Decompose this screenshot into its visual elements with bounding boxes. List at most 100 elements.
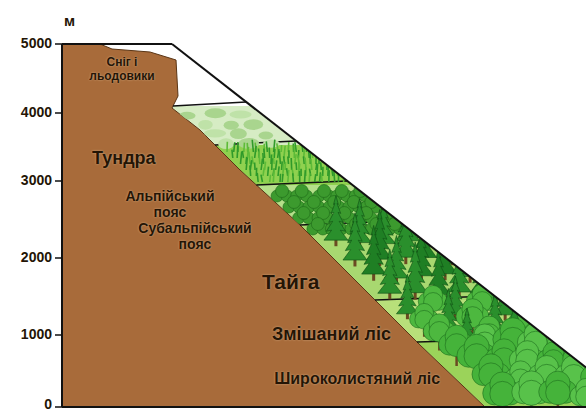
axis-tick (55, 43, 62, 45)
leafy-tree (546, 380, 570, 404)
outline-line (62, 406, 586, 408)
grass-blade (240, 152, 241, 164)
tundra-patch (243, 119, 263, 130)
tree-trunk (554, 315, 557, 321)
leafy-tree (566, 307, 585, 326)
grass-blade (246, 158, 247, 170)
grass-blade (273, 155, 274, 164)
grass-blade (328, 170, 330, 182)
grass-blade (295, 142, 296, 152)
tundra-patch (229, 111, 251, 119)
grass-blade (271, 158, 273, 170)
shrub (317, 185, 330, 198)
grass-blade (279, 174, 281, 182)
axis-tick (55, 257, 62, 259)
tree-trunk (584, 341, 586, 353)
vegetation (179, 108, 586, 417)
grass-blade (269, 175, 271, 182)
axis-tick (55, 180, 62, 182)
shrub (307, 196, 320, 209)
grass-blade (295, 162, 297, 170)
grass-blade (258, 151, 261, 164)
leafy-tree (570, 325, 586, 343)
leafy-tree (563, 292, 581, 310)
grass-blade (304, 170, 306, 182)
leafy-tree (578, 324, 586, 347)
axis-value: 0 (2, 396, 52, 412)
grass-blade (280, 145, 282, 152)
shrub (388, 218, 401, 231)
tundra-patch (224, 121, 239, 130)
diagram-outline (55, 44, 586, 407)
outline-line (62, 43, 172, 45)
grass-blade (252, 140, 253, 152)
grass-blade (308, 173, 310, 182)
spruce-tree (396, 274, 418, 314)
altitude-bands (0, 44, 586, 407)
grass-blade (249, 152, 250, 164)
grass-blade (243, 143, 245, 152)
zone-label: Тайга (262, 270, 319, 294)
leafy-tree (575, 325, 586, 345)
spruce-tree (584, 291, 586, 332)
shrub (297, 207, 310, 220)
tundra-patch (230, 128, 247, 139)
leafy-tree (582, 325, 586, 343)
grass-blade (281, 174, 283, 182)
grass-blade (266, 141, 267, 152)
grass-blade (287, 170, 290, 182)
shrub (287, 196, 300, 209)
grass-blade (254, 163, 256, 170)
grass-blade (234, 142, 235, 152)
spruce-tree (362, 225, 386, 274)
band-divider (173, 102, 246, 106)
tree-trunk (530, 306, 533, 319)
grass-blade (279, 151, 280, 164)
grass-blade (292, 173, 294, 182)
axis-value: 1000 (2, 326, 52, 342)
tundra-patch (198, 120, 213, 130)
grass-blade (268, 148, 270, 158)
grass-blade (315, 174, 316, 182)
leafy-tree (521, 289, 543, 311)
grass-blade (321, 174, 324, 182)
outline-line (172, 44, 586, 367)
tree-trunk (577, 306, 580, 318)
shrub (276, 185, 289, 198)
grass-blade (236, 146, 238, 158)
spruce-tree (324, 196, 348, 241)
spruce-tree (533, 286, 555, 328)
zone-label: Альпійський пояс (118, 188, 222, 220)
leafy-tree (515, 289, 535, 309)
grass-blade (299, 171, 301, 182)
spruce-tree (343, 213, 367, 260)
leafy-tree (569, 284, 586, 303)
tundra-patch (259, 131, 274, 139)
axis-value: 3000 (2, 172, 52, 188)
zone-label: Тундра (92, 148, 156, 169)
spruce-tree (423, 194, 447, 242)
leafy-tree (554, 307, 573, 326)
grass-blade (319, 172, 321, 182)
leafy-tree (578, 332, 586, 355)
grass-blade (255, 146, 256, 158)
axis-value: 4000 (2, 104, 52, 120)
grass-blade (320, 162, 322, 170)
tundra-patch (205, 108, 227, 118)
zone-label: Широколистяний ліс (274, 370, 440, 388)
grass-blade (263, 168, 264, 176)
zone-label: Сніг і льодовики (87, 56, 157, 84)
grass-blade (310, 159, 313, 170)
grass-blade (242, 151, 243, 158)
grass-blade (276, 160, 277, 170)
grass-blade (256, 173, 258, 182)
leafy-tree (569, 292, 586, 311)
leafy-tree (575, 318, 586, 338)
leafy-tree (490, 381, 515, 406)
grass-blade (261, 175, 262, 182)
shrub (295, 185, 308, 198)
grass-blade (231, 150, 233, 158)
